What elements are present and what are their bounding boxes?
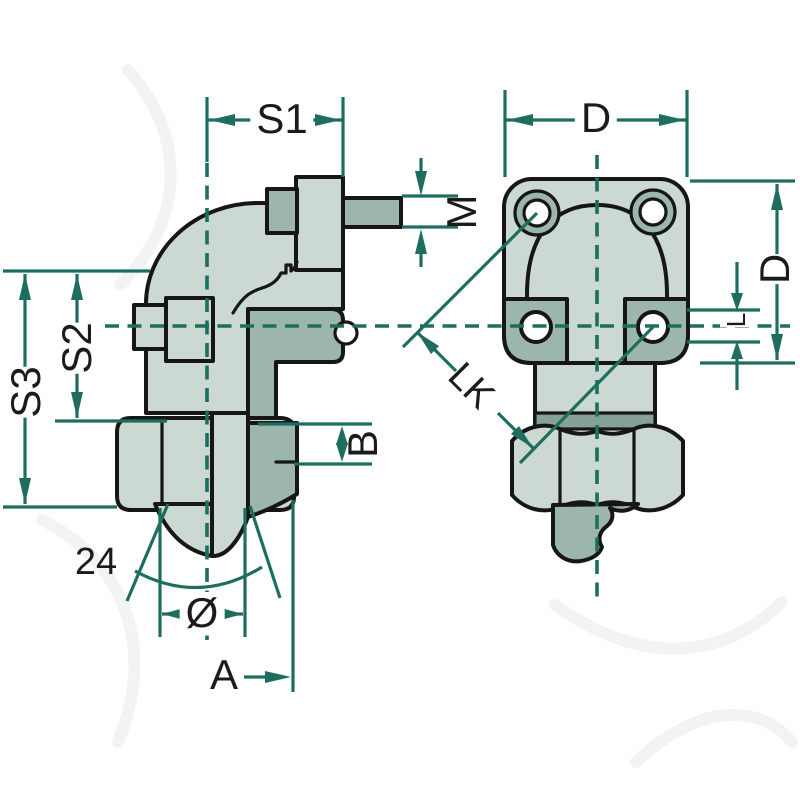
dim-label-d-right: D xyxy=(748,253,800,285)
dim-label-d-top: D xyxy=(574,97,618,139)
tube-front xyxy=(551,502,640,564)
flange-block-side xyxy=(294,175,345,272)
bolt-hole-top-right xyxy=(638,197,668,227)
dim-label-m: M xyxy=(438,194,485,230)
dim-label-l: L xyxy=(720,312,752,328)
breakout-line xyxy=(231,260,299,315)
collar-block xyxy=(265,187,299,235)
dim-label-s2: S2 xyxy=(50,322,104,374)
side-port-block xyxy=(164,296,215,363)
dim-label-s1: S1 xyxy=(250,98,314,140)
dim-label-s3: S3 xyxy=(0,366,53,418)
thread-stub xyxy=(341,196,403,229)
watermark xyxy=(36,64,798,768)
dim-label-angle: 24 xyxy=(74,541,118,583)
dim-label-diameter: Ø xyxy=(179,592,225,634)
tube-side xyxy=(210,411,250,558)
dim-label-b: B xyxy=(339,429,386,459)
cone-section-dark xyxy=(246,421,299,519)
dim-label-a: A xyxy=(203,654,245,696)
